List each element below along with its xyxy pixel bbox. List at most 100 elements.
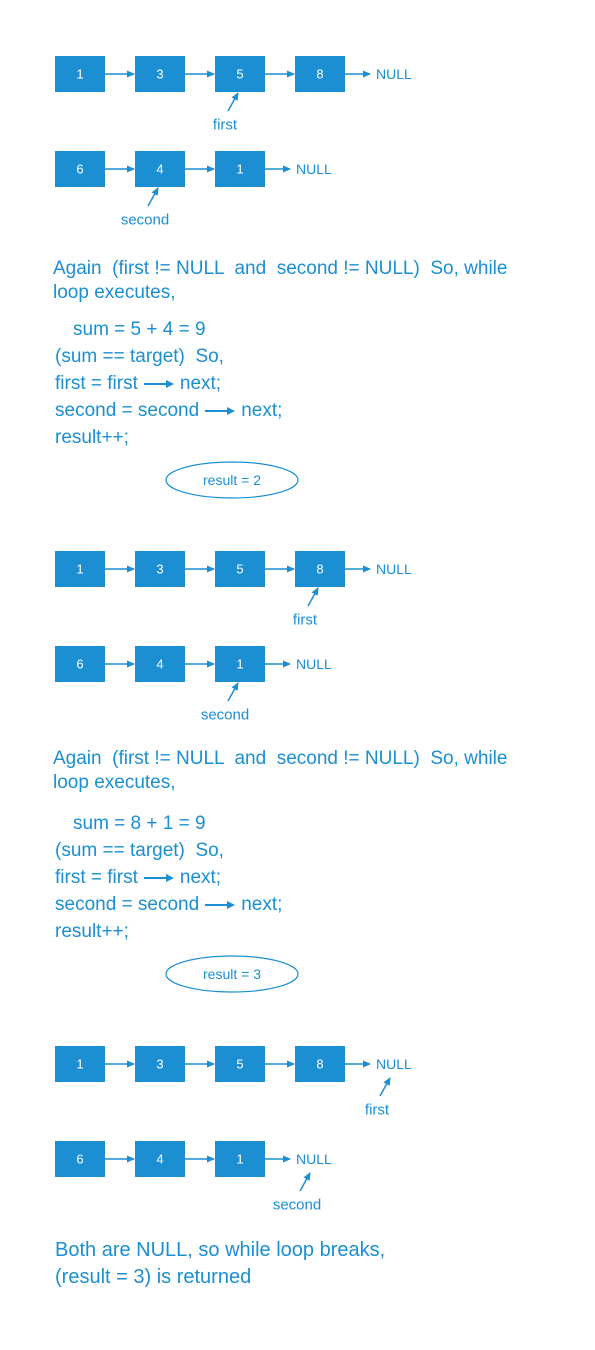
arrow-icon [205, 406, 236, 415]
first-pointer-arrow [227, 92, 239, 112]
code-block-2: sum = 8 + 1 = 9 (sum == target) So, firs… [55, 810, 282, 945]
sum-line: sum = 5 + 4 = 9 [73, 319, 206, 340]
second-pointer-arrow [147, 187, 159, 207]
list1-node-value: 5 [236, 67, 243, 82]
first-pointer-label: first [365, 1102, 390, 1119]
second-advance-prefix: second = second [55, 400, 200, 421]
second-pointer-label: second [121, 212, 169, 229]
null-label: NULL [376, 561, 412, 577]
null-label: NULL [296, 656, 332, 672]
condition-text-2: Again (first != NULL and second != NULL)… [53, 747, 593, 795]
check-line: (sum == target) So, [55, 840, 224, 861]
condition-line-1: Again (first != NULL and second != NULL)… [53, 258, 508, 279]
list2-node-value: 4 [156, 1152, 163, 1167]
first-pointer-label: first [293, 612, 318, 629]
list2-node-value: 6 [76, 1152, 83, 1167]
sum-line: sum = 8 + 1 = 9 [73, 813, 206, 834]
result-badge: result = 2 [165, 461, 299, 499]
list2-node [55, 1141, 105, 1177]
list1-node [55, 1046, 105, 1082]
second-pointer-label: second [201, 707, 249, 724]
list1-node [135, 551, 185, 587]
list2-node-value: 6 [76, 657, 83, 672]
list1-node [55, 551, 105, 587]
list2-node [135, 646, 185, 682]
first-advance-line: first = first next; [55, 370, 282, 397]
null-label: NULL [376, 1056, 412, 1072]
list1-node-value: 8 [316, 562, 323, 577]
list1-node [295, 551, 345, 587]
first-advance-prefix: first = first [55, 867, 138, 888]
list2-node-value: 6 [76, 162, 83, 177]
code-block-1: sum = 5 + 4 = 9 (sum == target) So, firs… [55, 316, 282, 451]
first-advance-prefix: first = first [55, 373, 138, 394]
second-advance-line: second = second next; [55, 397, 282, 424]
list1-node-value: 8 [316, 1057, 323, 1072]
condition-text-1: Again (first != NULL and second != NULL)… [53, 257, 593, 305]
second-pointer-arrow [227, 682, 239, 702]
result-badge: result = 3 [165, 955, 299, 993]
check-line: (sum == target) So, [55, 346, 224, 367]
list2-node-value: 1 [236, 657, 243, 672]
list1-node [135, 1046, 185, 1082]
result-ellipse [165, 955, 299, 993]
arrow-icon [143, 873, 174, 882]
list1-node [215, 1046, 265, 1082]
null-label: NULL [296, 1151, 332, 1167]
list2-node-value: 4 [156, 657, 163, 672]
increment-line: result++; [55, 427, 129, 448]
first-advance-suffix: next; [179, 373, 222, 394]
list2-node-value: 1 [236, 162, 243, 177]
result-label: result = 2 [203, 472, 261, 488]
list2-node-value: 1 [236, 1152, 243, 1167]
list2-node [135, 151, 185, 187]
list1-node-value: 5 [236, 562, 243, 577]
condition-line-2: loop executes, [53, 772, 176, 793]
first-advance-suffix: next; [179, 867, 222, 888]
second-advance-prefix: second = second [55, 894, 200, 915]
list2-node [55, 646, 105, 682]
conclusion-line-1: Both are NULL, so while loop breaks, [55, 1239, 386, 1261]
list2-node [215, 151, 265, 187]
first-pointer-arrow [379, 1077, 391, 1097]
first-pointer-arrow [307, 587, 319, 607]
first-pointer-label: first [213, 117, 238, 134]
list1-node [215, 551, 265, 587]
list1-node [55, 56, 105, 92]
null-label: NULL [376, 66, 412, 82]
condition-line-2: loop executes, [53, 282, 176, 303]
first-advance-line: first = first next; [55, 864, 282, 891]
list2-node [215, 646, 265, 682]
list1-node-value: 1 [76, 67, 83, 82]
list1-node [295, 1046, 345, 1082]
list1-node [215, 56, 265, 92]
list1-node [295, 56, 345, 92]
arrow-icon [143, 379, 174, 388]
list2-node [215, 1141, 265, 1177]
result-ellipse [165, 461, 299, 499]
list1-node-value: 8 [316, 67, 323, 82]
conclusion-line-2: (result = 3) is returned [55, 1266, 252, 1288]
list2-node [135, 1141, 185, 1177]
list1-node-value: 5 [236, 1057, 243, 1072]
second-advance-suffix: next; [241, 400, 283, 421]
arrow-icon [205, 900, 236, 909]
list1-node [135, 56, 185, 92]
null-label: NULL [296, 161, 332, 177]
list1-node-value: 1 [76, 562, 83, 577]
list1-node-value: 3 [156, 562, 163, 577]
conclusion-text: Both are NULL, so while loop breaks, (re… [55, 1237, 385, 1291]
second-pointer-arrow [299, 1172, 311, 1192]
second-advance-line: second = second next; [55, 891, 282, 918]
list2-node-value: 4 [156, 162, 163, 177]
second-advance-suffix: next; [241, 894, 283, 915]
result-label: result = 3 [203, 966, 261, 982]
list1-node-value: 3 [156, 67, 163, 82]
list1-node-value: 3 [156, 1057, 163, 1072]
increment-line: result++; [55, 921, 129, 942]
list2-node [55, 151, 105, 187]
